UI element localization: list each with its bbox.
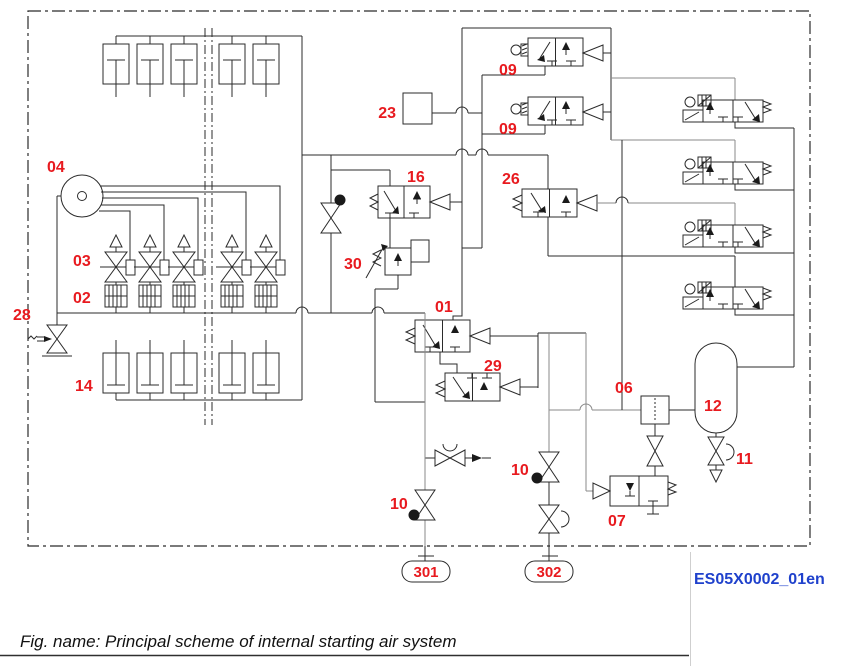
terminal-301: 301 [413,564,438,581]
master-valve-01 [404,316,538,373]
terminal-301-shape [401,560,451,583]
pilot-valve-26 [511,155,598,256]
label-10-left: 10 [390,496,408,513]
label-11: 11 [736,451,753,468]
engine-boundary [27,10,811,547]
slow-turning-valve-29 [434,372,538,402]
label-04: 04 [47,159,65,176]
air-distributor-04 [57,174,281,260]
flame-arresters-02 [104,284,278,313]
label-14: 14 [75,378,93,395]
cylinder-pilot-valve-4 [682,281,794,316]
valve-07 [592,475,678,515]
label-10-right: 10 [511,462,529,479]
cylinder-bank-bottom [102,340,302,401]
terminal-302-shape [524,560,574,583]
starting-air-manifold [57,306,425,314]
label-23: 23 [378,105,396,122]
cylinder-bank-top [102,35,303,400]
cylinder-pilot-valve-3 [682,219,794,254]
solenoid-valve-09b [482,96,611,135]
valve-23 [402,92,482,125]
safety-valve [425,443,491,467]
terminal-302: 302 [536,564,561,581]
supply-lines [302,27,612,320]
shutoff-valve-16-supply [320,155,391,313]
label-12: 12 [704,398,722,415]
solenoid-valve-09a [482,37,611,76]
label-01: 01 [435,299,453,316]
pilot-valve-16 [368,185,462,248]
label-09a: 09 [499,62,517,79]
label-07: 07 [608,513,626,530]
label-09b: 09 [499,121,517,138]
drain-valve-28 [27,196,72,357]
label-02: 02 [73,290,91,307]
label-28: 28 [13,307,31,324]
cylinder-pilot-valve-2 [682,156,794,191]
right-column-feeds [548,77,795,410]
cylinder-pilot-valve-1 [682,94,794,129]
pressure-regulator-30 [365,239,430,403]
label-30: 30 [344,256,362,273]
line-301 [408,313,436,561]
air-receiver-12 [694,342,794,434]
label-29: 29 [484,358,502,375]
drain-valve-11 [707,433,735,484]
line-302 [531,451,570,561]
label-03: 03 [73,253,91,270]
starting-valves-03 [100,233,286,285]
label-16: 16 [407,169,425,186]
label-26: 26 [502,171,520,188]
figure-caption: Fig. name: Principal scheme of internal … [20,632,457,651]
label-06: 06 [615,380,633,397]
filter-06 [549,395,695,476]
drawing-code: ES05X0002_01en [694,571,825,588]
pilot-collector-lines [537,332,593,492]
